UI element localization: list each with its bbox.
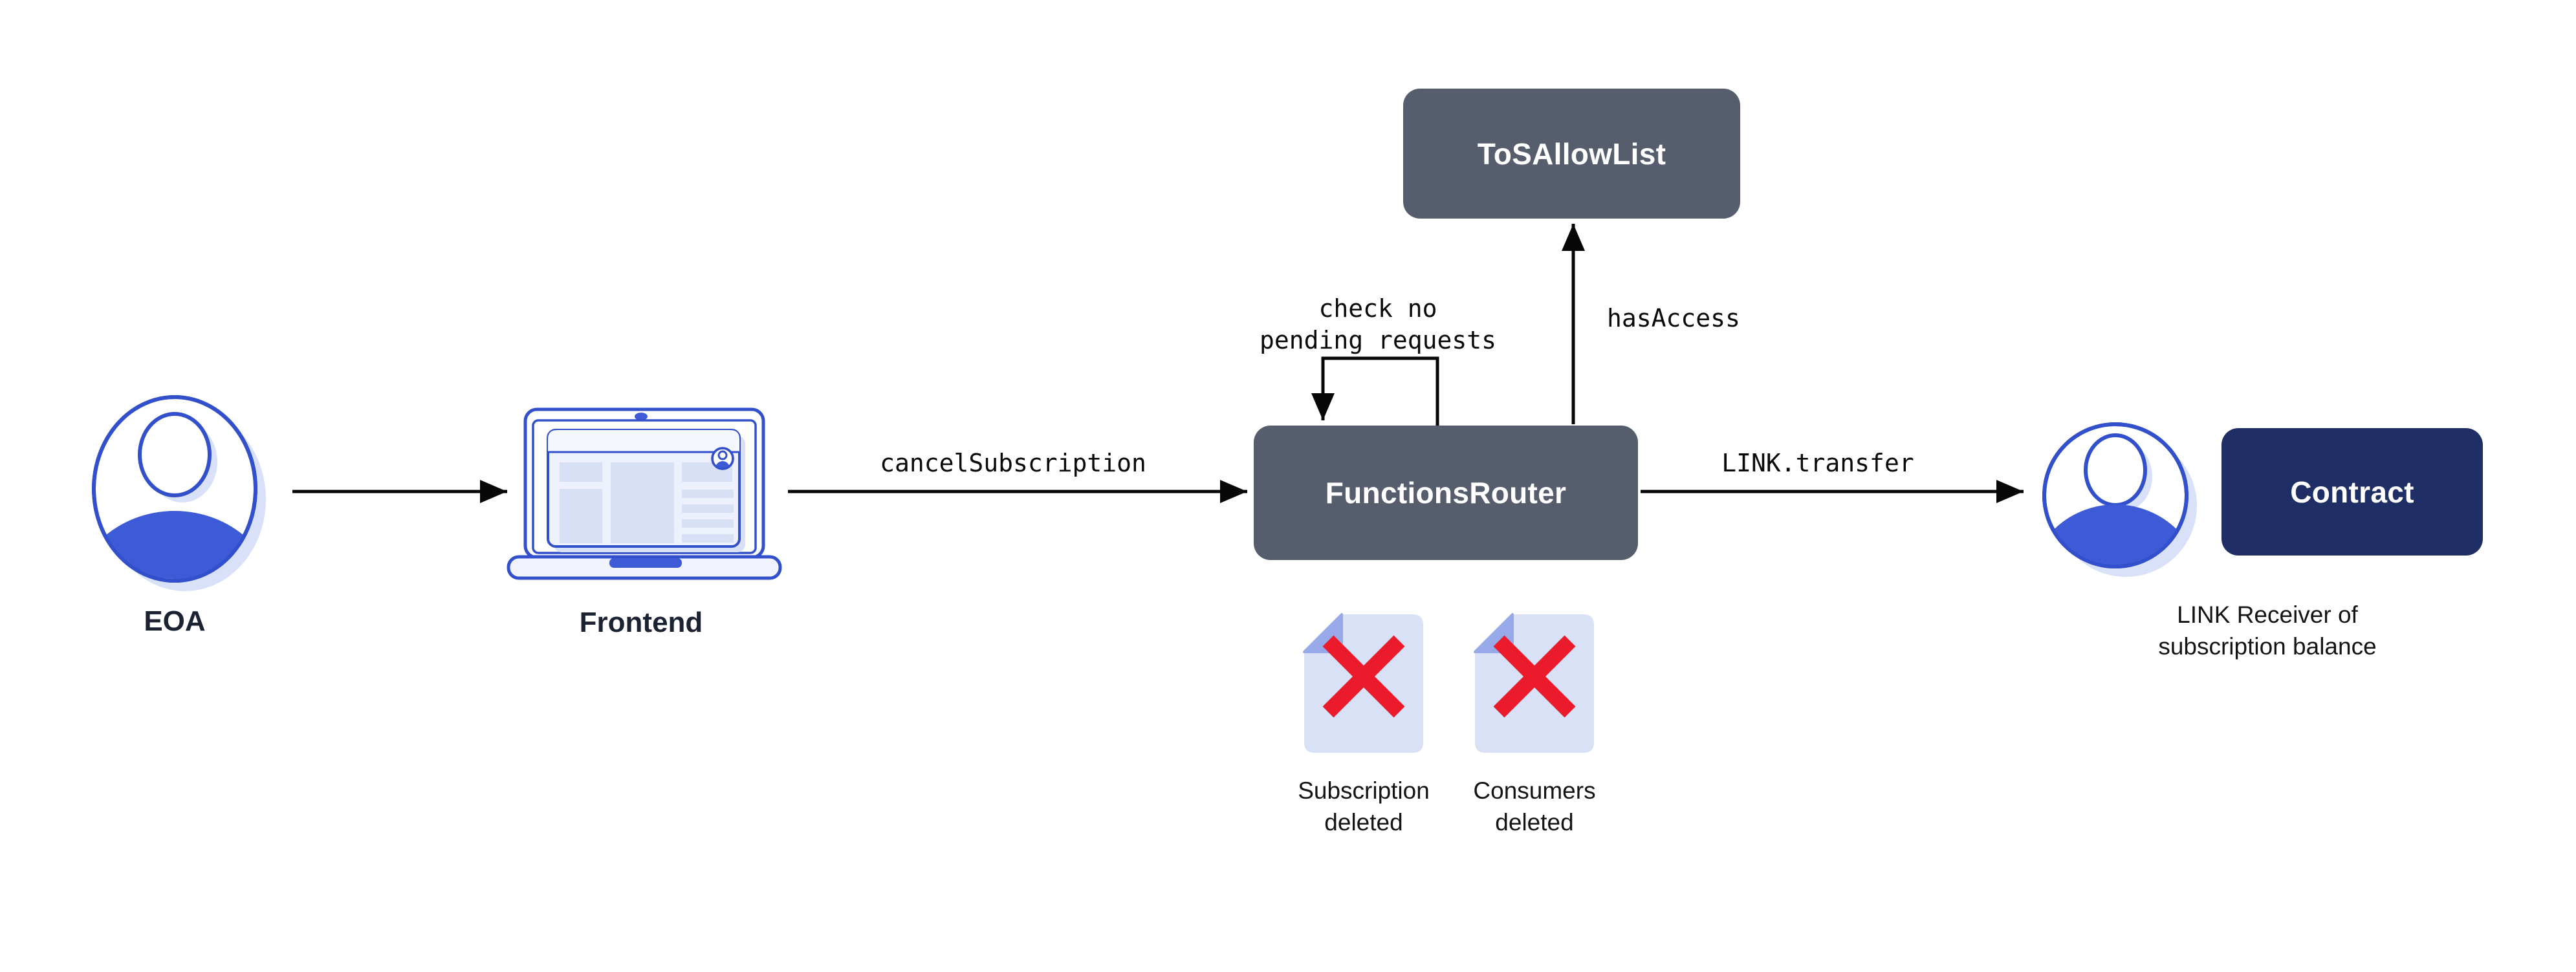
red-x-icon <box>1493 635 1576 718</box>
caption-line: deleted <box>1495 809 1574 836</box>
caption-line: Subscription <box>1298 777 1430 804</box>
edge-label-line: pending requests <box>1259 326 1497 354</box>
avatar-body <box>2046 504 2185 565</box>
node-contract: Contract <box>2221 428 2483 556</box>
edge-label-link-transfer: LINK.transfer <box>1721 449 1914 477</box>
link-receiver-avatar-icon <box>2042 422 2197 577</box>
red-x-icon <box>1322 635 1405 718</box>
subscription-deleted-caption: Subscription deleted <box>1234 775 1493 838</box>
node-label: Contract <box>2290 475 2414 509</box>
laptop-icon <box>507 407 782 580</box>
caption-line: Consumers <box>1473 777 1596 804</box>
caption-line: deleted <box>1324 809 1403 836</box>
consumers-deleted-caption: Consumers deleted <box>1405 775 1664 838</box>
browser-content-blocks <box>560 462 734 543</box>
node-label: ToSAllowList <box>1477 136 1666 171</box>
eoa-avatar-icon <box>92 395 266 591</box>
browser-user-avatar-icon <box>711 447 734 470</box>
edge-label-line: check no <box>1318 294 1437 323</box>
edge-label-check-pending: check no pending requests <box>1216 293 1540 356</box>
frontend-label: Frontend <box>579 607 703 638</box>
node-label: FunctionsRouter <box>1325 476 1567 510</box>
consumers-deleted-doc-icon <box>1474 613 1594 753</box>
subscription-deleted-doc-icon <box>1303 613 1423 753</box>
webcam-dot-icon <box>635 413 648 420</box>
eoa-label: EOA <box>144 605 206 637</box>
caption-line: LINK Receiver of <box>2177 601 2358 628</box>
node-functions-router: FunctionsRouter <box>1254 426 1638 560</box>
avatar-head <box>2084 433 2147 507</box>
caption-line: subscription balance <box>2158 633 2377 660</box>
browser-top-bar <box>548 430 739 452</box>
laptop-notch <box>609 558 682 568</box>
avatar-head <box>138 412 212 497</box>
edge-label-cancel-subscription: cancelSubscription <box>880 449 1146 477</box>
self-loop-arrow <box>1311 356 1439 426</box>
link-receiver-caption: LINK Receiver of subscription balance <box>2073 599 2461 662</box>
edge-label-has-access: hasAccess <box>1607 304 1740 332</box>
node-tos-allow-list: ToSAllowList <box>1403 89 1740 219</box>
